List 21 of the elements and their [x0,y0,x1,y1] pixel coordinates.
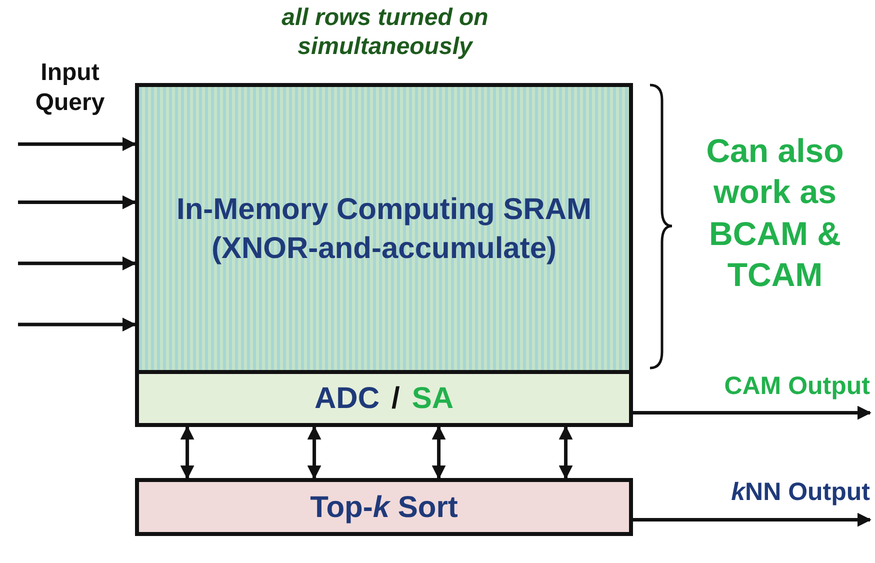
box-label: ADC [314,382,380,416]
arrow [18,137,136,152]
input-label: Input Query [34,58,106,118]
arrow [633,406,872,420]
box-label: / [391,382,400,416]
arrow [18,195,136,210]
box-label: SA [412,382,454,416]
edge-label: CAM Output [723,372,870,401]
box-label: In-Memory Computing SRAM (XNOR-and-accumulate) [176,192,592,266]
arrow [18,318,136,332]
arrow [180,426,194,480]
arrow [432,426,446,480]
arrow [307,426,322,480]
note-text: Can also work as BCAM & TCAM [705,131,845,295]
edge-label: kNN Output [730,478,870,507]
arrow [558,426,573,480]
arrow [633,512,872,527]
sort-box [135,478,633,536]
box-label: Top-k Sort [310,490,458,526]
arrow [18,256,136,270]
note-text: all rows turned on simultaneously [280,4,490,62]
